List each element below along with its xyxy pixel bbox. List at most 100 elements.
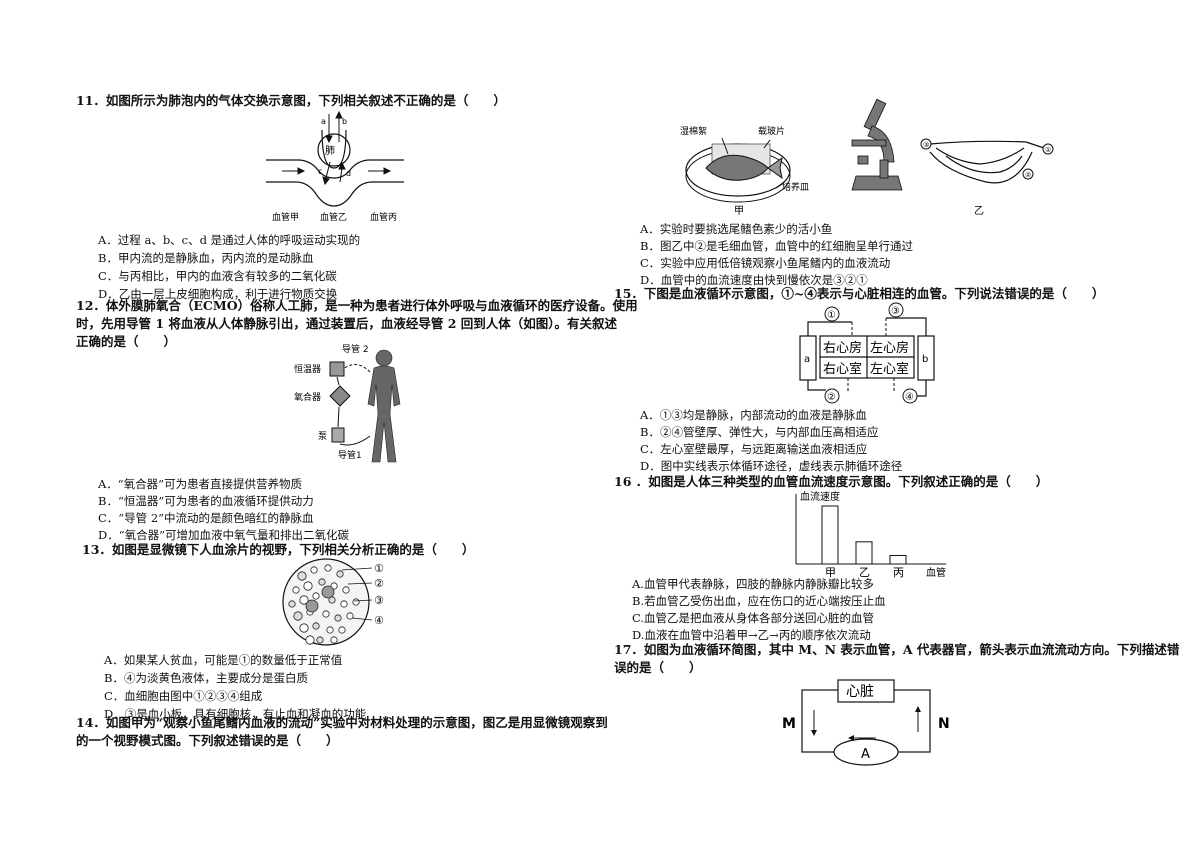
q14-stem-line1: 14．如图甲为“观察小鱼尾鳍内血液的流动”实验中对材料处理的示意图，图乙是用显微… [76, 715, 608, 730]
q13-blood-cell [324, 564, 332, 572]
q11-label-b: b [342, 117, 347, 126]
q11-label-a: a [321, 117, 326, 126]
q15-right-ventricle: 右心室 [823, 361, 862, 377]
q17-label-n: N [938, 716, 950, 732]
q12-stem-line2: 时，先用导管 1 将血液从人体静脉引出，通过装置后，血液经导管 2 回到人体（如… [76, 316, 618, 331]
q16-option-a: A.血管甲代表静脉，四肢的静脉内静脉瓣比较多 [632, 577, 874, 591]
q13-white-blood-cell [321, 585, 335, 599]
q13-blood-cell [326, 626, 334, 634]
q14-fish-figure-jia: 湿棉絮 载玻片 培养皿 甲 [680, 125, 809, 217]
q13-blood-cell [334, 614, 342, 622]
q13-blood-cell [322, 610, 330, 618]
q13-blood-cell [303, 581, 313, 591]
q11-option-a: A．过程 a、b、c、d 是通过人体的呼吸运动实现的 [98, 233, 361, 247]
q15-left-atrium: 左心房 [870, 340, 909, 356]
q17-circulation-diagram: 心脏 M N A [782, 679, 950, 766]
q17-label-a: A [861, 747, 870, 762]
q13-blood-cell [297, 571, 307, 581]
q13-blood-cell [330, 636, 338, 644]
q13-blood-cell [288, 600, 296, 608]
q16-bar-0 [821, 505, 839, 565]
q15-label-1: ① [827, 310, 836, 321]
q13-blood-cell [293, 611, 303, 621]
q15-circulation-diagram: ① ③ ② ④ a b 右心房 左心房 右心室 左心室 [799, 302, 935, 404]
q12-thermostat-device [329, 361, 345, 377]
q13-blood-cell [336, 570, 344, 578]
q11-vessel-jia: 血管甲 [272, 211, 299, 223]
q11-label-d: d [346, 169, 351, 178]
q16-option-b: B.若血管乙受伤出血，应在伤口的近心端按压止血 [632, 594, 886, 608]
q12-option-c: C．“导管 2”中流动的是颜色暗红的静脉血 [98, 511, 314, 525]
q16-stem: 16 ．如图是人体三种类型的血管血流速度示意图。下列叙述正确的是（ ） [614, 474, 1049, 489]
q15-label-4: ④ [905, 392, 914, 403]
q12-stem-line3: 正确的是（ ） [76, 334, 177, 349]
q17-heart-box [837, 679, 895, 703]
q13-blood-cell [318, 578, 326, 586]
q13-stem: 13．如图是显微镜下人血涂片的视野，下列相关分析正确的是（ ） [82, 542, 475, 557]
q12-stem-line1: 12．体外膜肺氧合（ECMO）俗称人工肺，是一种为患者进行体外呼吸与血液循环的医… [76, 298, 638, 313]
q13-label-4: ④ [374, 614, 384, 627]
q13-blood-cell [342, 586, 350, 594]
q13-label-2: ② [374, 577, 384, 590]
q12-oxygenator-label: 氧合器 [294, 391, 321, 403]
q14-dish-label: 培养皿 [782, 181, 809, 193]
q11-option-b: B．甲内流的是静脉血，丙内流的是动脉血 [98, 251, 314, 265]
q17-organ-a [833, 738, 899, 766]
q12-option-d: D．“氧合器”可增加血液中氧气量和排出二氧化碳 [98, 528, 349, 542]
q15-label-a: a [804, 354, 810, 365]
q16-category-label-2: 丙 [893, 566, 904, 579]
q12-pump-label: 泵 [318, 431, 327, 442]
q11-vessel-bing: 血管丙 [370, 211, 397, 223]
q13-label-3: ③ [374, 594, 384, 607]
q13-blood-cell [312, 622, 320, 630]
q15-option-b: B．②④管壁厚、弹性大，与内部血压高相适应 [640, 425, 879, 439]
q14-figure-yi-label: 乙 [974, 205, 984, 217]
q17-label-m: M [782, 716, 796, 732]
q11-option-d: D．乙由一层上皮细胞构成，利于进行物质交换 [98, 287, 338, 301]
q14-stem-line2: 的一个视野模式图。下列叙述错误的是（ ） [76, 733, 339, 748]
q16-option-c: C.血管乙是把血液从身体各部分送回心脏的血管 [632, 611, 875, 625]
q13-blood-cell [316, 636, 324, 644]
q16-category-label-1: 乙 [859, 566, 870, 579]
q12-pump-device [331, 427, 345, 443]
q14-fin-vessels-figure-yi: ③ ① ② 乙 [920, 138, 1054, 217]
q14-label-3: ③ [923, 141, 929, 149]
q13-option-b: B．④为淡黄色液体，主要成分是蛋白质 [104, 671, 308, 685]
q15-right-atrium: 右心房 [823, 340, 862, 356]
q17-stem-line1: 17．如图为血液循环简图，其中 M、N 表示血管，A 代表器官，箭头表示血流流动… [614, 642, 1180, 657]
q14-option-a: A．实验时要挑选尾鳍色素少的活小鱼 [640, 222, 833, 236]
q13-blood-cell [338, 626, 346, 634]
q13-blood-cell [305, 635, 315, 645]
q11-lung-label: 肺 [325, 145, 335, 157]
q13-option-d: D．③是血小板，具有细胞核，有止血和凝血的功能 [104, 707, 367, 721]
q15-option-c: C．左心室壁最厚，与远距离输送血液相适应 [640, 442, 868, 456]
q11-vessel-yi: 血管乙 [320, 211, 347, 223]
q14-slide-label: 载玻片 [758, 125, 785, 137]
q14-option-b: B．图乙中②是毛细血管，血管中的红细胞呈单行通过 [640, 239, 913, 253]
q13-option-c: C．血细胞由图中①②③④组成 [104, 689, 263, 703]
q11-stem: 11．如图所示为肺泡内的气体交换示意图，下列相关叙述不正确的是（ ） [76, 93, 506, 108]
q12-tube1-label: 导管1 [338, 449, 362, 461]
q16-category-label-0: 甲 [825, 566, 836, 579]
q13-blood-smear-diagram: ① ② ③ ④ [282, 558, 384, 646]
q13-blood-cell [299, 595, 309, 605]
q12-tube2-label: 导管 2 [342, 344, 369, 355]
q16-x-axis-label: 血管 [926, 566, 946, 579]
q12-option-b: B．“恒温器”可为患者的血液循环提供动力 [98, 494, 314, 508]
q14-cotton-label: 湿棉絮 [680, 125, 707, 137]
q12-oxygenator-device [329, 385, 351, 407]
q13-option-a: A．如果某人贫血，可能是①的数量低于正常值 [104, 653, 343, 667]
q14-option-d: D．血管中的血流速度由快到慢依次是③②① [640, 273, 868, 287]
q11-alveolus-diagram: 肺 a b c d 血管甲 血管乙 血管丙 [266, 110, 404, 223]
q11-option-c: C．与丙相比，甲内的血液含有较多的二氧化碳 [98, 269, 337, 283]
q14-label-2: ② [1025, 171, 1031, 179]
q16-blood-flow-chart: 血流速度 血管 甲乙丙 [795, 490, 946, 579]
q13-blood-cell [310, 566, 318, 574]
q13-blood-cell [292, 586, 300, 594]
q16-option-d: D.血液在血管中沿着甲→乙→丙的顺序依次流动 [632, 628, 871, 642]
q15-label-3: ③ [891, 306, 900, 317]
q16-bar-1 [855, 541, 873, 565]
q13-white-blood-cell [305, 599, 319, 613]
q17-stem-line2: 误的是（ ） [614, 660, 702, 675]
q13-blood-cell [352, 598, 360, 606]
